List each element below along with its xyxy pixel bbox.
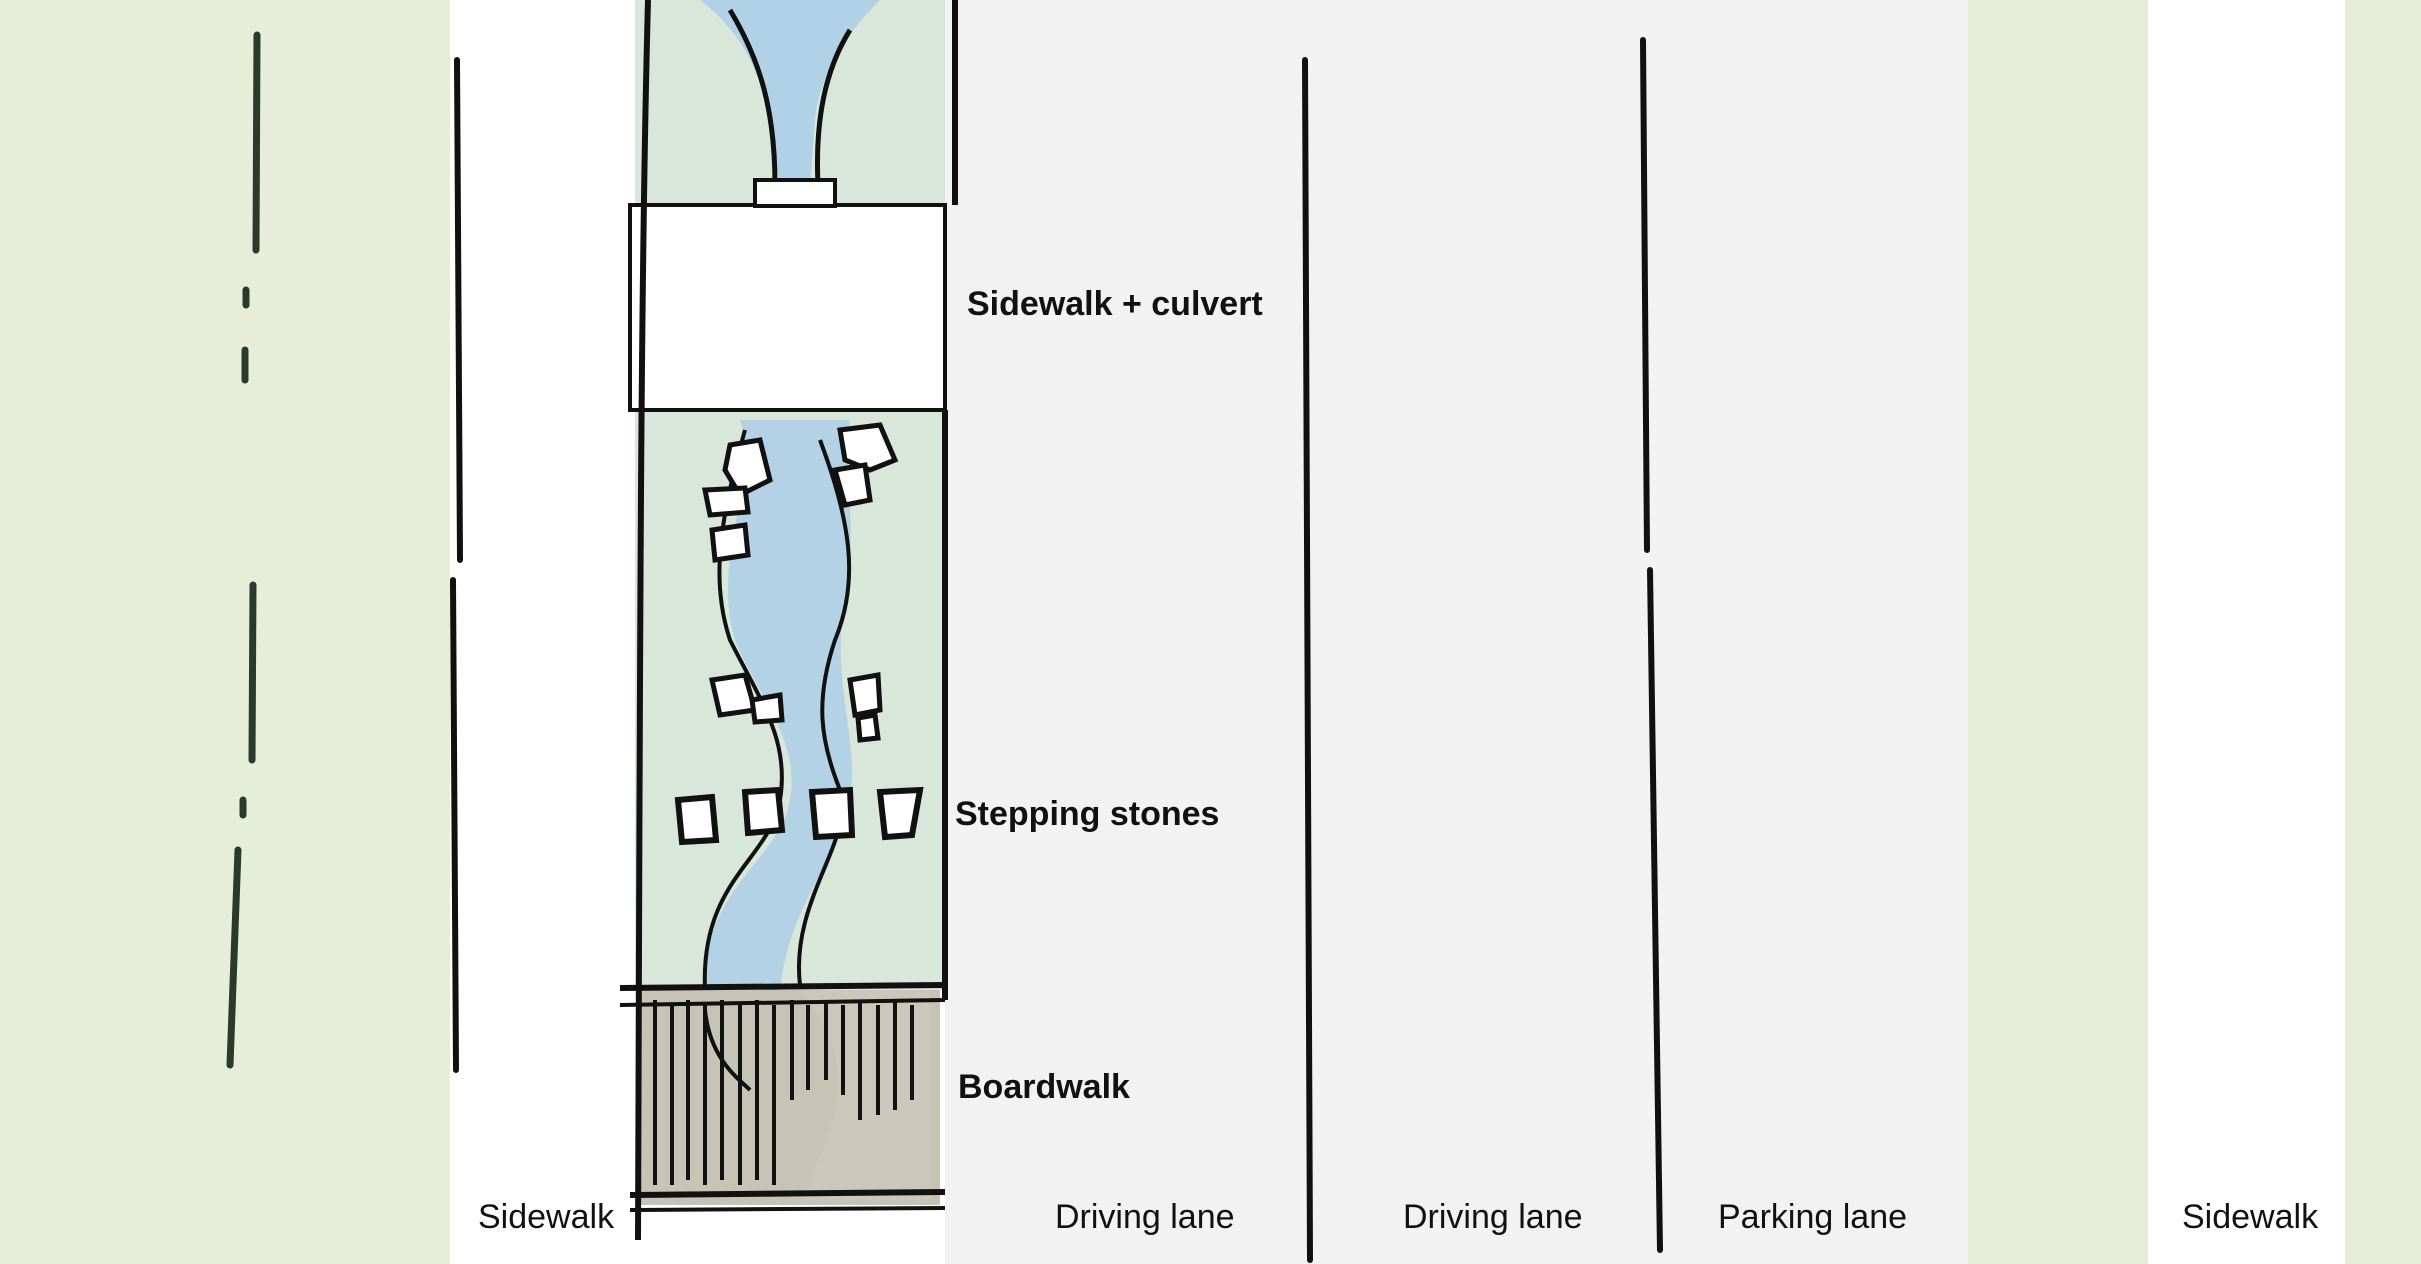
channel-edge-right bbox=[796, 439, 852, 986]
swale-edge-left bbox=[635, 0, 651, 1241]
boardwalk-edge-bottom bbox=[629, 1189, 946, 1198]
lane-divider-1 bbox=[1302, 57, 1313, 1263]
zone-label-sidewalk-right: Sidewalk bbox=[2182, 1198, 2319, 1236]
water-inlet bbox=[700, 0, 880, 185]
zone-label-driving-lane-1: Driving lane bbox=[1055, 1198, 1235, 1236]
culvert-outlet bbox=[753, 178, 837, 208]
callout-stepping-stones: Stepping stones bbox=[955, 795, 1219, 833]
curb-line-left bbox=[450, 57, 463, 1073]
callout-culvert: Sidewalk + culvert bbox=[967, 285, 1263, 323]
swale-edge-right bbox=[942, 0, 958, 1000]
zone-label-driving-lane-2: Driving lane bbox=[1403, 1198, 1583, 1236]
boardwalk-edge-top-2 bbox=[619, 998, 946, 1007]
culvert-crossing bbox=[628, 203, 947, 412]
planting-edge-line bbox=[226, 31, 261, 1069]
planting-strip-right bbox=[1968, 0, 2148, 1264]
boardwalk-slats bbox=[653, 1000, 914, 1185]
inlet-line-left bbox=[727, 8, 778, 186]
boardwalk-shadow bbox=[800, 990, 930, 1200]
zone-label-sidewalk-left: Sidewalk bbox=[478, 1198, 615, 1236]
sidewalk-right-surface bbox=[2148, 0, 2345, 1264]
boardwalk-edge-bottom-2 bbox=[629, 1206, 946, 1212]
boardwalk-path-line bbox=[703, 1009, 752, 1092]
stepping-stones bbox=[674, 786, 924, 846]
boardwalk-edge-top bbox=[619, 982, 946, 991]
roadway-surface bbox=[945, 0, 1968, 1264]
callout-boardwalk: Boardwalk bbox=[958, 1068, 1130, 1106]
boulders bbox=[701, 422, 899, 743]
lane-divider-2 bbox=[1640, 37, 1663, 1253]
zone-label-parking-lane: Parking lane bbox=[1718, 1198, 1907, 1236]
planting-strip-edge bbox=[2345, 0, 2421, 1264]
inlet-line-right bbox=[815, 28, 853, 186]
planting-strip-left bbox=[0, 0, 450, 1264]
